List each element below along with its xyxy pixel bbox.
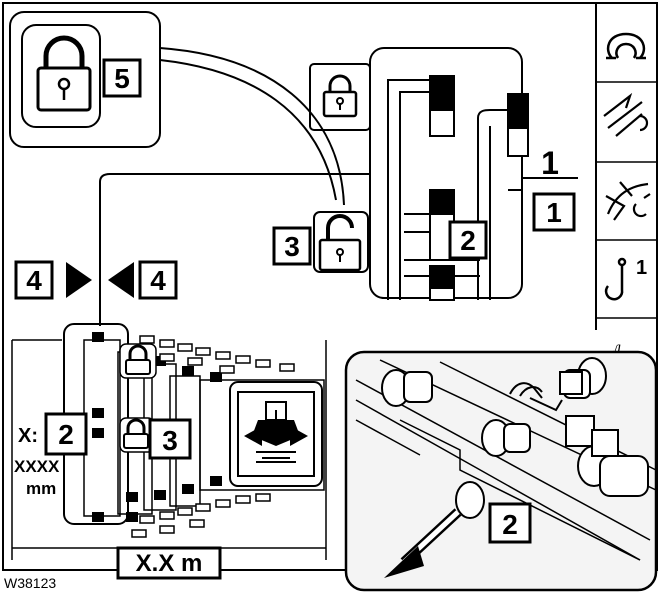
height-prefix-label: X: — [18, 425, 38, 447]
svg-text:1: 1 — [546, 197, 562, 228]
outrigger-extend-icon: 4 4 — [16, 262, 176, 298]
svg-text:3: 3 — [284, 231, 300, 262]
callout-1-large: 1 — [541, 145, 559, 181]
hook-icon — [606, 259, 625, 299]
lock-panel: 5 — [10, 12, 160, 147]
height-value-label: XXXX — [14, 457, 60, 476]
photo-inset: 2 — [346, 352, 656, 590]
padlock-open-icon — [314, 212, 368, 272]
svg-text:5: 5 — [114, 63, 130, 94]
callout-4-left: 4 — [26, 265, 42, 296]
outrigger-drawing: 3 2 — [12, 324, 326, 560]
boom-hook-arrows-icon — [606, 182, 650, 220]
small-padlock-icon — [324, 76, 356, 116]
svg-text:3: 3 — [162, 425, 178, 456]
svg-text:2: 2 — [460, 225, 476, 256]
extend-direction-icon — [230, 382, 322, 486]
svg-text:2: 2 — [502, 509, 518, 540]
padlock-closed-icon — [38, 38, 90, 110]
hook-number-label: 1 — [636, 257, 647, 279]
sidebar: 1 л — [596, 34, 657, 356]
rotation-icon — [606, 34, 646, 58]
telescope-arrows-icon — [604, 96, 647, 136]
figure-id: W38123 — [4, 575, 56, 591]
width-dimension-label: X.X m — [136, 550, 203, 577]
height-unit-label: mm — [26, 479, 56, 498]
padlock-closed-small-1 — [120, 344, 156, 378]
callout-4-right: 4 — [150, 265, 166, 296]
svg-text:2: 2 — [58, 419, 74, 450]
